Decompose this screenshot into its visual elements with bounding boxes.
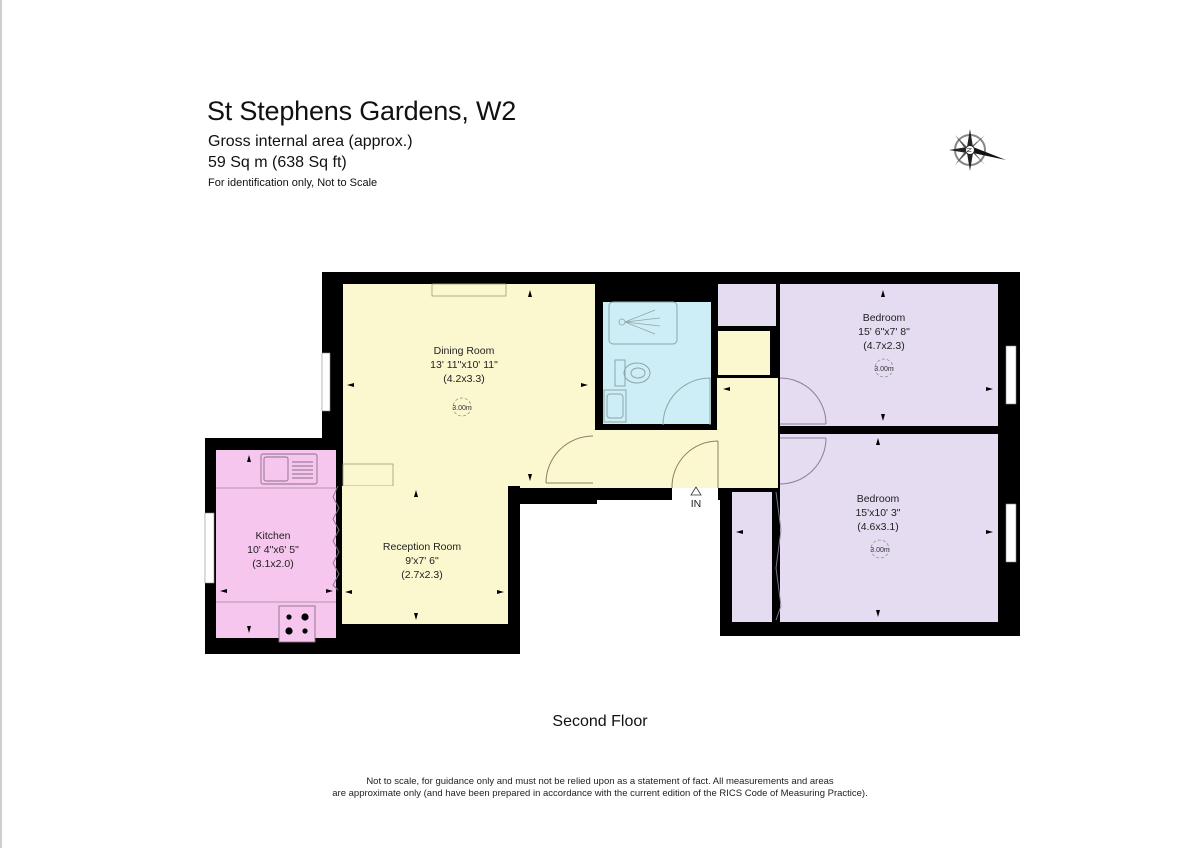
- dining-door: [545, 435, 594, 484]
- area-value: 59 Sq m (638 Sq ft): [208, 154, 347, 171]
- dining-fireplace-hearth: [431, 283, 507, 297]
- dining-room-label: Dining Room 13' 11"x10' 11" (4.2x3.3) 3.…: [430, 345, 498, 417]
- entrance-door: [671, 440, 719, 489]
- reception-room-label: Reception Room 9'x7' 6" (2.7x2.3): [383, 541, 461, 581]
- compass-north-label: N: [965, 148, 971, 152]
- entrance-label: IN: [691, 498, 702, 510]
- svg-text:Kitchen: Kitchen: [255, 530, 290, 542]
- hallway-upper: [717, 378, 778, 438]
- measurement-markers: [220, 290, 993, 633]
- hob-icon: [278, 605, 316, 643]
- svg-text:3.00m: 3.00m: [452, 405, 472, 412]
- identification-note: For identification only, Not to Scale: [208, 177, 378, 189]
- bathroom-door: [662, 377, 711, 426]
- entrance-arrow-icon: [690, 486, 702, 496]
- bedroom-1: [780, 284, 998, 426]
- svg-text:(3.1x2.0): (3.1x2.0): [252, 558, 293, 570]
- svg-text:Reception Room: Reception Room: [383, 541, 461, 553]
- svg-text:3.00m: 3.00m: [870, 547, 890, 554]
- disclaimer-line-1: Not to scale, for guidance only and must…: [366, 776, 834, 787]
- svg-text:15' 6"x7' 8": 15' 6"x7' 8": [858, 326, 910, 338]
- property-title: St Stephens Gardens, W2: [207, 96, 517, 126]
- svg-text:Dining Room: Dining Room: [434, 345, 495, 357]
- bathroom: [603, 302, 711, 424]
- area-caption: Gross internal area (approx.): [208, 133, 413, 150]
- hall-cupboard: [718, 331, 770, 375]
- svg-text:10' 4"x6' 5": 10' 4"x6' 5": [247, 544, 299, 556]
- shower-tray: [608, 301, 678, 345]
- bedroom-1-wardrobe: [718, 284, 776, 326]
- svg-text:(4.7x2.3): (4.7x2.3): [863, 340, 904, 352]
- bedroom-1-label: Bedroom 15' 6"x7' 8" (4.7x2.3) 3.00m: [858, 312, 910, 378]
- reception-room: [342, 486, 508, 624]
- svg-text:3.00m: 3.00m: [874, 366, 894, 373]
- bedroom-1-door: [779, 377, 827, 425]
- disclaimer-line-2: are approximate only (and have been prep…: [332, 788, 868, 799]
- compass-rose-icon: N: [949, 129, 1006, 171]
- sink-icon: [260, 453, 318, 485]
- window: [321, 352, 331, 412]
- bedroom-2-wardrobe: [732, 492, 772, 622]
- svg-text:(4.2x3.3): (4.2x3.3): [443, 373, 484, 385]
- basin-icon: [603, 389, 627, 423]
- shower-head-icon: [618, 309, 661, 335]
- svg-text:15'x10' 3": 15'x10' 3": [855, 507, 900, 519]
- bedroom-2-door: [779, 437, 827, 485]
- folding-doors: [332, 485, 340, 591]
- floor-label: Second Floor: [552, 713, 648, 730]
- kitchen-label: Kitchen 10' 4"x6' 5" (3.1x2.0): [247, 530, 299, 570]
- toilet-icon: [614, 359, 651, 387]
- svg-text:13' 11"x10' 11": 13' 11"x10' 11": [430, 359, 498, 371]
- svg-text:(2.7x2.3): (2.7x2.3): [401, 569, 442, 581]
- svg-text:9'x7' 6": 9'x7' 6": [405, 555, 439, 567]
- bedroom-2-label: Bedroom 15'x10' 3" (4.6x3.1) 3.00m: [855, 493, 901, 559]
- window: [1005, 503, 1017, 563]
- svg-text:(4.6x3.1): (4.6x3.1): [857, 521, 898, 533]
- window: [1005, 345, 1017, 405]
- bedroom-2: [780, 434, 998, 622]
- svg-text:Bedroom: Bedroom: [857, 493, 900, 505]
- wardrobe-doors: [775, 491, 782, 621]
- page-edge: [0, 0, 2, 848]
- window: [204, 512, 215, 584]
- disclaimer: Not to scale, for guidance only and must…: [0, 776, 1200, 800]
- svg-text:Bedroom: Bedroom: [863, 312, 906, 324]
- hallway: [520, 430, 778, 488]
